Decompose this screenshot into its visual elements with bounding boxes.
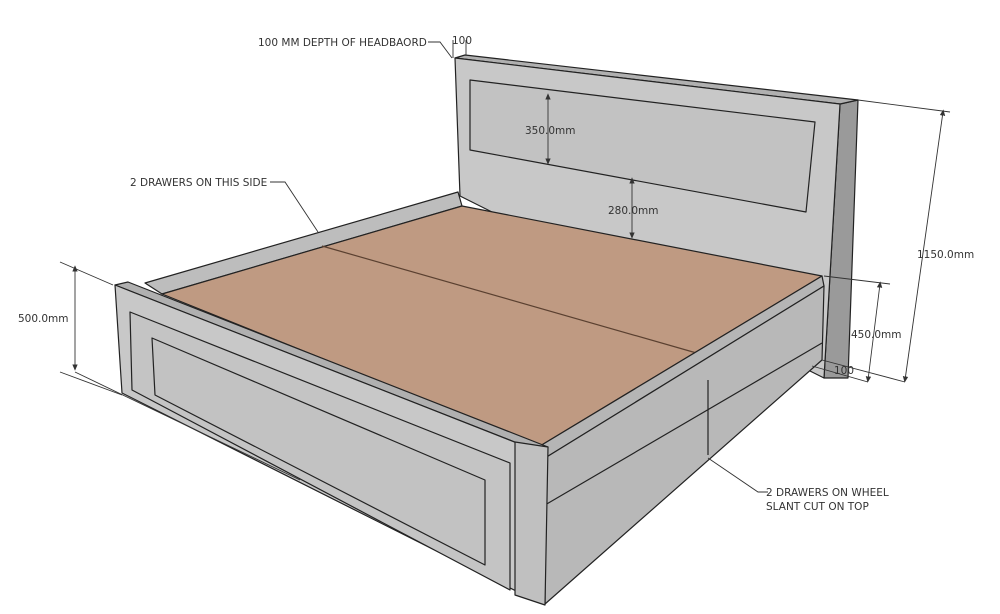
label-side-height: 450.0mm [851, 329, 902, 341]
label-headboard-depth: 100 MM DEPTH OF HEADBAORD [258, 37, 427, 49]
label-footboard-height: 500.0mm [18, 313, 69, 325]
platform-seam [321, 245, 701, 355]
footboard-leg [514, 441, 549, 606]
drawer-edge [544, 342, 823, 506]
headboard-panel [469, 79, 816, 213]
label-drawers-left: 2 DRAWERS ON THIS SIDE [130, 177, 267, 189]
footboard-panel [151, 337, 486, 566]
label-side-depth: 100 [834, 365, 854, 377]
label-panel-to-base: 280.0mm [608, 205, 659, 217]
label-panel-height: 350.0mm [525, 125, 576, 137]
label-total-height: 1150.0mm [917, 249, 974, 261]
label-headboard-depth-value: 100 [452, 35, 472, 47]
label-drawers-wheel-1: 2 DRAWERS ON WHEEL [766, 487, 889, 499]
label-drawers-wheel-2: SLANT CUT ON TOP [766, 501, 869, 513]
